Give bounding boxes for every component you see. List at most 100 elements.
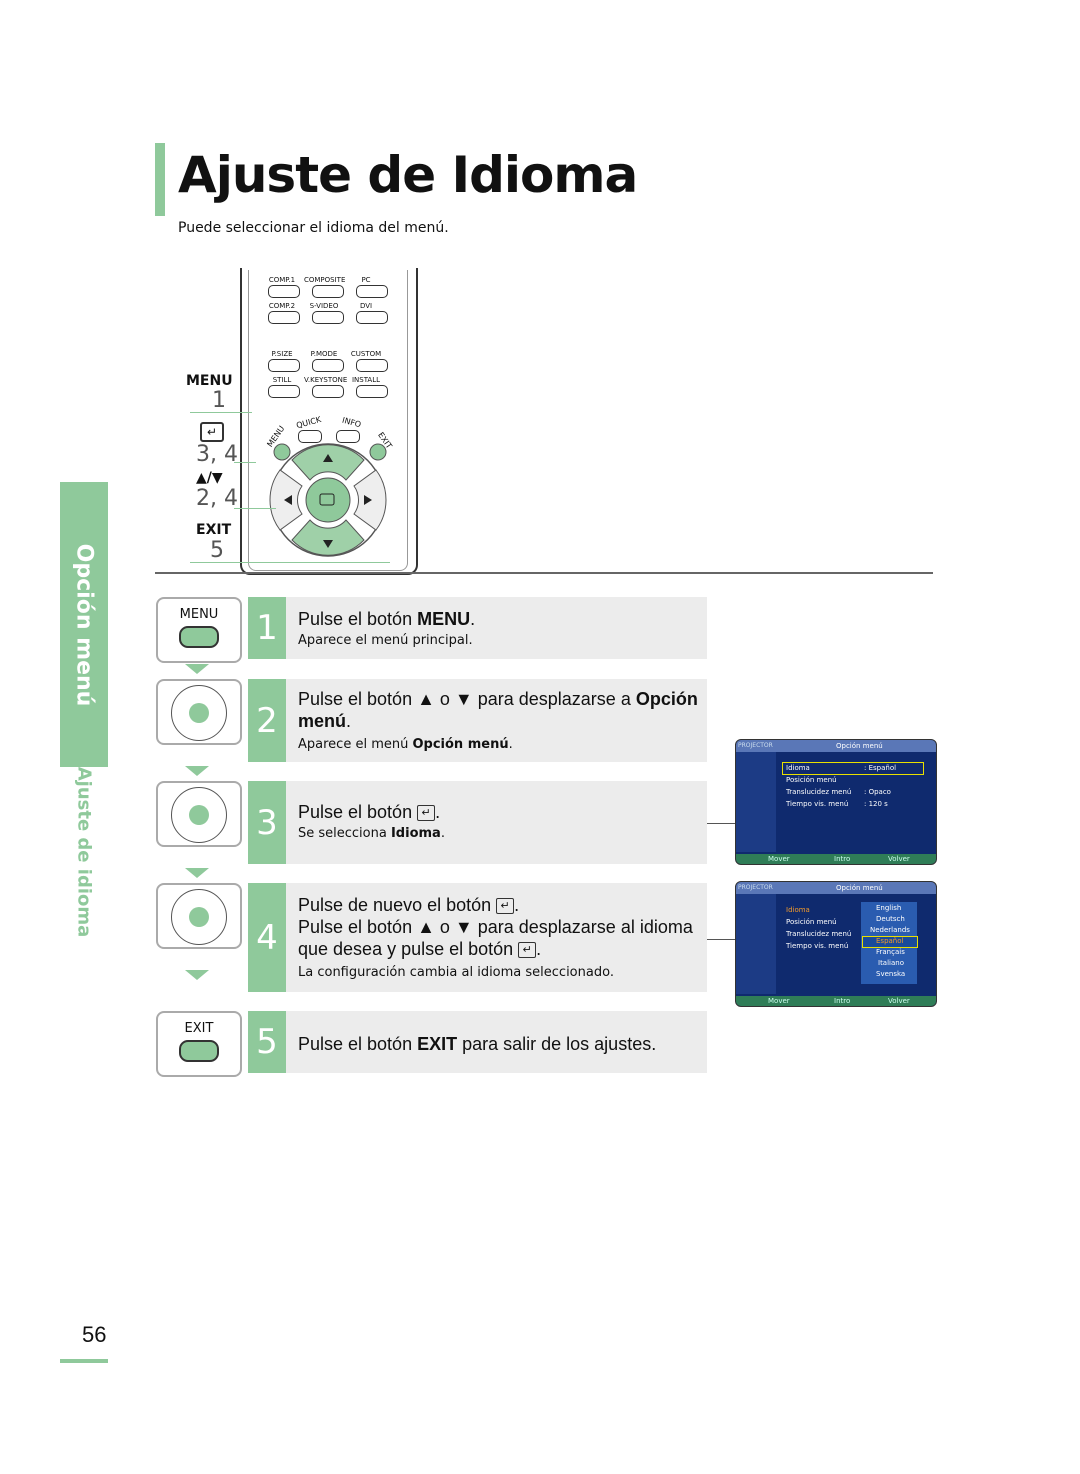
osd-language: Français xyxy=(876,948,905,956)
still-key[interactable] xyxy=(268,385,300,398)
osd-row-label: Posición menú xyxy=(786,918,837,926)
dpad-icon xyxy=(171,889,227,945)
vkeystone-key[interactable] xyxy=(312,385,344,398)
osd-language: Español xyxy=(876,937,904,945)
step5-text: Pulse el botón EXIT para salir de los aj… xyxy=(298,1033,656,1055)
step2-sub-b: . xyxy=(508,737,513,752)
callout-enter-step: 3, 4 xyxy=(196,442,238,467)
title-accent-bar xyxy=(155,143,165,216)
key-label: COMP.1 xyxy=(268,276,296,284)
step4-text-e: . xyxy=(536,939,542,959)
osd-language: Deutsch xyxy=(876,915,905,923)
osd-row-label: Idioma xyxy=(786,764,810,772)
page-number: 56 xyxy=(82,1322,107,1347)
arrow-down-icon xyxy=(185,970,209,980)
callout-exit-step: 5 xyxy=(210,538,224,563)
quick-key[interactable] xyxy=(298,430,322,443)
osd-row-value: : Español xyxy=(864,764,897,772)
step3-sub-a: Se selecciona xyxy=(298,826,391,841)
osd-screenshot-2: PROJECTOR Opción menú Idioma Posición me… xyxy=(735,881,937,1007)
step2-text-b: . xyxy=(346,711,352,731)
osd-row-label: Posición menú xyxy=(786,776,837,784)
info-key[interactable] xyxy=(336,430,360,443)
osd-row-label: Translucidez menú xyxy=(786,930,852,938)
remote-dpad xyxy=(269,443,387,557)
callout-arrows-step: 2, 4 xyxy=(196,486,238,511)
dpad-icon xyxy=(171,685,227,741)
osd-footer-item: Volver xyxy=(888,997,910,1005)
step4-text-a: Pulse de nuevo el botón xyxy=(298,895,497,915)
key-label: PC xyxy=(361,276,371,284)
pmode-key[interactable] xyxy=(312,359,344,372)
key-label: CUSTOM xyxy=(350,350,382,358)
step2-sub-a: Aparece el menú xyxy=(298,737,413,752)
osd-language: Nederlands xyxy=(870,926,910,934)
enter-icon: ↵ xyxy=(200,422,224,442)
step3-icon-box xyxy=(156,781,242,847)
step2-box xyxy=(248,679,707,762)
osd-highlight xyxy=(862,936,918,948)
comp2-key[interactable] xyxy=(268,311,300,324)
enter-icon: ↵ xyxy=(496,898,515,915)
pointer-line xyxy=(707,823,735,824)
step3-number: 3 xyxy=(248,781,286,864)
step5-text-b: para salir de los ajustes. xyxy=(457,1034,657,1054)
osd-title: Opción menú xyxy=(836,884,883,892)
step2-subtext: Aparece el menú Opción menú. xyxy=(298,737,513,752)
composite-key[interactable] xyxy=(312,285,344,298)
remote-source-keys: COMP.1 COMPOSITE PC COMP.2 S-VIDEO DVI P… xyxy=(262,276,388,398)
comp1-key[interactable] xyxy=(268,285,300,298)
osd-row-label: Translucidez menú xyxy=(786,788,852,796)
step5-text-bold: EXIT xyxy=(417,1034,458,1054)
key-label: COMP.2 xyxy=(268,302,296,310)
topic-tab xyxy=(60,770,108,940)
step1-number: 1 xyxy=(248,597,286,659)
step1-text-b: . xyxy=(470,609,476,629)
step1-text-bold: MENU xyxy=(417,609,471,629)
step5-number: 5 xyxy=(248,1011,286,1073)
dvi-key[interactable] xyxy=(356,311,388,324)
osd-row-value: : 120 s xyxy=(864,800,888,808)
arrow-down-icon xyxy=(185,664,209,674)
key-label: P.SIZE xyxy=(271,350,293,358)
step1-icon-box: MENU xyxy=(156,597,242,663)
step4-text-d: que desea y pulse el botón xyxy=(298,939,519,959)
osd-language: English xyxy=(876,904,902,912)
svideo-key[interactable] xyxy=(312,311,344,324)
osd-side-icons xyxy=(736,752,776,852)
step4-text-b: . xyxy=(514,895,520,915)
dpad-icon xyxy=(171,787,227,843)
step3-text-b: . xyxy=(435,802,441,822)
callout-arrows-label: ▲/▼ xyxy=(196,470,223,486)
step4-text: Pulse de nuevo el botón ↵. Pulse el botó… xyxy=(298,894,703,960)
remote-inner-outline xyxy=(248,270,408,571)
step3-text: Pulse el botón ↵. xyxy=(298,801,440,823)
step3-text-a: Pulse el botón xyxy=(298,802,418,822)
osd-side-icons xyxy=(736,894,776,994)
section-tab-label: Opción menú xyxy=(71,543,97,707)
step5-text-a: Pulse el botón xyxy=(298,1034,418,1054)
step2-text-bold2: menú xyxy=(298,711,347,731)
psize-key[interactable] xyxy=(268,359,300,372)
pc-key[interactable] xyxy=(356,285,388,298)
step4-subtext: La configuración cambia al idioma selecc… xyxy=(298,965,614,980)
osd-row-label: Tiempo vis. menú xyxy=(786,800,849,808)
osd-footer-item: Mover xyxy=(768,855,790,863)
install-key[interactable] xyxy=(356,385,388,398)
menu-button-icon xyxy=(179,626,219,648)
step5-box xyxy=(248,1011,707,1073)
callout-menu-label: MENU xyxy=(186,373,233,389)
step2-sub-bold: Opción menú xyxy=(412,737,509,752)
custom-key[interactable] xyxy=(356,359,388,372)
osd-row-label: Tiempo vis. menú xyxy=(786,942,849,950)
osd-screenshot-1: PROJECTOR Opción menú Idioma : Español P… xyxy=(735,739,937,865)
step5-icon-box: EXIT xyxy=(156,1011,242,1077)
osd-footer-item: Intro xyxy=(834,997,851,1005)
enter-icon: ↵ xyxy=(417,805,436,822)
exit-button-icon xyxy=(179,1040,219,1062)
pointer-line xyxy=(707,939,735,940)
osd-footer-item: Mover xyxy=(768,997,790,1005)
step2-icon-box xyxy=(156,679,242,745)
key-label: V.KEYSTONE xyxy=(304,376,348,384)
page-number-underline xyxy=(60,1359,108,1363)
